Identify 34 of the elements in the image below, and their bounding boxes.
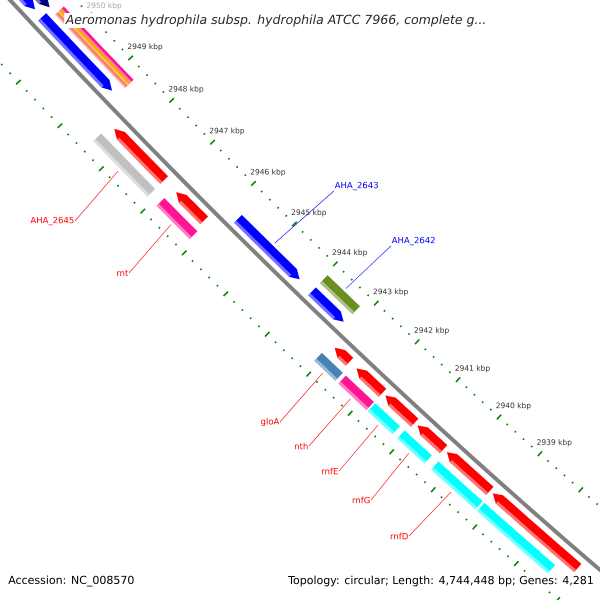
leader-line bbox=[408, 492, 452, 536]
gene-bar bbox=[93, 133, 156, 197]
accession-label: Accession: NC_008570 bbox=[6, 574, 136, 588]
leader-line bbox=[74, 170, 118, 222]
gene-bar bbox=[397, 430, 432, 464]
gene-bar bbox=[368, 403, 400, 434]
gene-feature bbox=[334, 348, 354, 366]
gene-feature bbox=[18, 0, 36, 10]
gene-feature bbox=[34, 0, 50, 8]
gene-label: AHA_2642 bbox=[392, 236, 435, 246]
gene-bar bbox=[314, 352, 343, 381]
gene-label: AHA_2645 bbox=[30, 216, 74, 226]
gene-label: gloA bbox=[261, 418, 280, 426]
leader-line bbox=[346, 246, 392, 289]
gene-bar bbox=[477, 502, 556, 574]
leader-line bbox=[308, 398, 351, 446]
leader-line bbox=[128, 224, 172, 274]
gene-label: rnfE bbox=[322, 468, 338, 474]
leader-line bbox=[370, 452, 410, 500]
leader-line bbox=[338, 424, 378, 472]
title: Aeromonas hydrophila subsp. hydrophila ATCC 7966, complete g... bbox=[64, 12, 488, 28]
gene-feature bbox=[234, 214, 300, 280]
leader-line bbox=[280, 372, 324, 422]
gene-feature bbox=[308, 287, 344, 322]
gene-bar bbox=[431, 461, 483, 510]
gene-bar bbox=[338, 376, 374, 410]
summary-label: Topology: circular; Length: 4,744,448 bp; Genes: 4,281 bbox=[286, 574, 596, 588]
gene-bar bbox=[156, 198, 198, 240]
gene-label: AHA_2643 bbox=[334, 182, 378, 190]
gene-label: rnfG bbox=[352, 496, 370, 504]
gene-label: nth bbox=[294, 442, 308, 450]
leader-line bbox=[274, 190, 334, 244]
gene-label: rnt bbox=[117, 270, 128, 276]
gene-label: rnfD bbox=[390, 532, 408, 540]
